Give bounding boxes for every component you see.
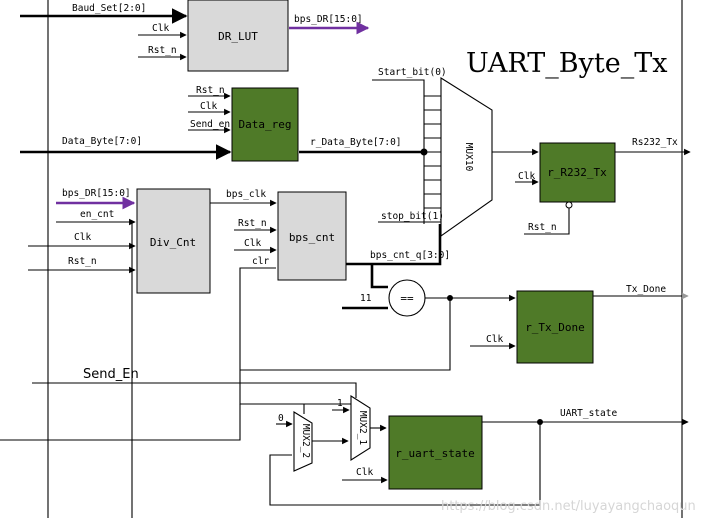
baud-set-label: Baud_Set[2:0] [72,3,146,14]
dreg-clk-label: Clk [200,101,217,112]
done-clk-label: Clk [486,334,503,345]
mux2-1-label: MUX2_1 [357,411,368,446]
mux2-2-block [293,411,313,472]
r-uart-state-block [388,415,483,490]
module-title: UART_Byte_Tx [466,48,667,79]
dr-rst-label: Rst_n [148,45,177,56]
bc-clr-label: clr [252,256,269,267]
us-clk-label: Clk [356,467,373,478]
watermark: https://blog.csdn.net/luyayangchaoqun [441,499,696,514]
r-r232-tx-label: r_R232_Tx [547,166,607,179]
const-11-label: 11 [360,293,372,304]
const-1-label: 1 [337,398,343,409]
mux10-input-stubs [424,95,441,223]
r-tx-done-block [516,290,594,364]
bc-clk-label: Clk [244,238,261,249]
r-data-byte-label: r_Data_Byte[7:0] [310,137,402,148]
dreg-send-en-label: Send_en [190,119,230,130]
comparator-label: == [400,292,414,305]
start-bit-label: Start_bit(0) [378,67,447,78]
data-reg-label: Data_reg [239,118,292,131]
data-reg-block [231,87,299,162]
bps-dr-out-label: bps_DR[15:0] [294,14,363,25]
div-cnt-label: Div_Cnt [150,236,196,249]
send-en-label: Send_En [83,367,139,382]
dr-lut-label: DR_LUT [218,30,258,43]
bps-cnt-q-bus-cmp [370,264,388,289]
bps-cnt-block [277,191,347,281]
bps-dr-in-label: bps_DR[15:0] [62,188,131,199]
mux10-block [440,77,493,238]
rtx-rst-wire [524,208,570,235]
rs232-tx-label: Rs232_Tx [632,137,678,148]
stop-bit-label: stop_bit(1) [381,211,444,222]
data-byte-label: Data_Byte[7:0] [62,136,142,147]
const-0-label: 0 [278,413,284,424]
dr-clk-label: Clk [152,23,169,34]
rtx-clk-label: Clk [518,171,535,182]
dreg-rst-label: Rst_n [196,85,225,96]
rtx-rst-label: Rst_n [528,222,557,233]
bps-cnt-label: bps_cnt [289,231,335,244]
uart-state-feedback-wire [269,422,541,506]
bps-clk-label: bps_clk [226,189,266,200]
clr-spur [0,404,241,441]
mux10-label: MUX10 [463,143,474,172]
start-bit-wire [372,79,425,96]
div-rst-label: Rst_n [68,256,97,267]
bps-cnt-q-label: bps_cnt_q[3:0] [370,250,450,261]
div-cnt-block [136,188,211,294]
mux2-1-block [350,395,371,461]
bc-rst-label: Rst_n [238,218,267,229]
dr-lut-block [187,0,289,72]
r-tx-done-label: r_Tx_Done [525,321,585,334]
r-uart-state-label: r_uart_state [395,447,474,460]
uart-state-label: UART_state [560,408,617,419]
tx-done-label: Tx_Done [626,284,666,295]
r-r232-tx-block [539,142,616,203]
rtx-rst-bubble [565,201,573,209]
send-en-wire [32,382,357,398]
uart-state-junction [537,419,543,425]
clr-wire [239,267,364,405]
bps-cnt-q-bus-mux [346,224,442,266]
en-cnt-label: en_cnt [80,209,114,220]
div-clk-label: Clk [74,232,91,243]
cmp-feedback-wire [240,298,451,371]
mux2-2-label: MUX2_2 [300,424,311,458]
